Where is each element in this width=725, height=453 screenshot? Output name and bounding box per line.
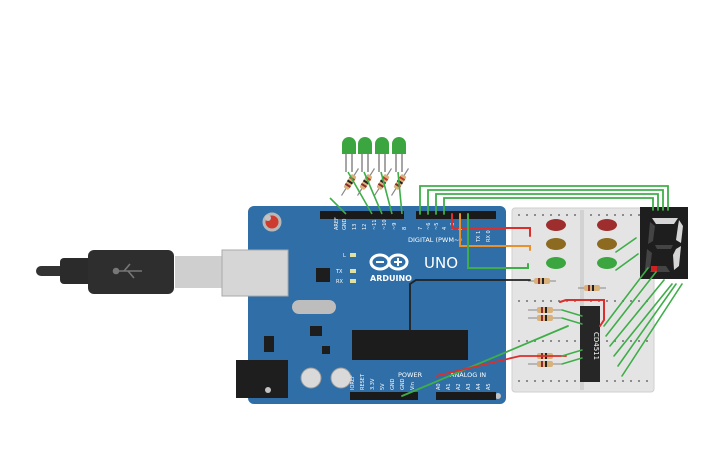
digital-header-low[interactable]: [416, 211, 496, 219]
mount-hole: [265, 215, 271, 221]
pin-3v3-label: 3.3V: [370, 378, 376, 390]
capacitor: [330, 367, 352, 389]
segment-e: [645, 249, 652, 270]
led-group[interactable]: [329, 137, 411, 215]
pin-12-label: 12: [362, 224, 368, 230]
voltage-regulator: [264, 336, 274, 352]
capacitor: [300, 367, 322, 389]
segment-b: [676, 220, 683, 243]
power-jack: [236, 360, 288, 398]
pin-8-label: 8: [402, 227, 408, 230]
segment-f: [648, 222, 655, 244]
led-l-label: L: [343, 253, 346, 259]
led-jumper-wires: [329, 171, 403, 215]
arduino-infinity-logo: [369, 253, 409, 271]
segment-c: [673, 246, 681, 270]
power-label: POWER: [398, 371, 423, 379]
yellow-led[interactable]: [546, 238, 566, 250]
pin-6-label: ~6: [426, 223, 432, 230]
pin-ioref-label: IOREF: [350, 375, 356, 390]
usb-cable-strain-relief: [60, 258, 94, 284]
arduino-board[interactable]: AREF GND 13 12 ~11 ~10 ~9 8 7 ~6 ~5 4 ~3…: [221, 206, 506, 404]
tx-label: TX: [335, 269, 343, 275]
resistor[interactable]: [528, 307, 562, 313]
pin-reset-label: RESET: [360, 373, 366, 390]
wires: [401, 185, 683, 397]
rx-label: RX: [336, 279, 343, 285]
analog-header[interactable]: [436, 392, 496, 400]
mount-hole: [495, 393, 501, 399]
digital-header-high[interactable]: [320, 211, 404, 219]
usb-plug-metal: [175, 256, 223, 288]
power-header[interactable]: [350, 392, 418, 400]
led-l: [350, 253, 356, 257]
pin-gnd-label: GND: [400, 378, 406, 390]
digital-pwm-label: DIGITAL (PWM~): [408, 236, 462, 244]
atmega-chip: [352, 330, 468, 360]
green-led[interactable]: [597, 257, 617, 269]
resistor[interactable]: [528, 278, 556, 284]
gnd-label: GND: [342, 218, 348, 230]
smd-component: [310, 326, 322, 336]
pin-a3-label: A3: [466, 383, 472, 390]
decimal-point: [651, 266, 657, 272]
usb-b-port: [221, 249, 289, 297]
segment-g: [655, 245, 673, 249]
pin-4-label: 4: [442, 227, 448, 230]
pin-vin-label: Vin: [410, 382, 416, 390]
yellow-led[interactable]: [597, 238, 617, 250]
pin-11-label: ~11: [372, 219, 378, 230]
resistor[interactable]: [339, 167, 361, 197]
ic-label: CD4511: [592, 332, 600, 360]
red-led[interactable]: [597, 219, 617, 231]
pin-a2-label: A2: [456, 383, 462, 390]
analog-in-label: ANALOG IN: [450, 371, 486, 379]
resistor[interactable]: [355, 167, 377, 197]
green-led[interactable]: [342, 137, 356, 172]
pin-5-label: ~5: [434, 223, 440, 230]
smd-component: [322, 346, 330, 354]
crystal-oscillator: [292, 300, 336, 314]
green-led[interactable]: [392, 137, 406, 172]
led-tx: [350, 269, 356, 273]
usb-icon: [112, 263, 142, 279]
green-led[interactable]: [546, 257, 566, 269]
aref-label: AREF: [334, 217, 340, 230]
resistor[interactable]: [528, 315, 562, 321]
red-led[interactable]: [546, 219, 566, 231]
pin-5v-label: 5V: [380, 383, 386, 390]
cd4511-ic[interactable]: [580, 306, 600, 382]
pin-a0-label: A0: [436, 383, 442, 390]
green-led[interactable]: [358, 137, 372, 172]
pin-a4-label: A4: [476, 383, 482, 390]
resistor[interactable]: [528, 361, 562, 367]
usb-cable[interactable]: [36, 250, 223, 294]
pin-rx0-label: RX 0: [486, 230, 492, 242]
mount-hole: [265, 387, 271, 393]
green-led[interactable]: [375, 137, 389, 172]
usb-chip: [316, 268, 330, 282]
seven-segment-display[interactable]: [640, 207, 688, 279]
arduino-logo-text: ARDUINO: [370, 274, 412, 283]
resistor[interactable]: [578, 285, 606, 291]
pin-13-label: 13: [352, 224, 358, 230]
pin-a1-label: A1: [446, 383, 452, 390]
pin-tx1-label: TX 1: [476, 231, 482, 243]
uno-label: UNO: [424, 254, 458, 272]
led-rx: [350, 279, 356, 283]
segment-a: [652, 218, 678, 224]
usb-cable-tail: [36, 266, 66, 276]
pin-10-label: ~10: [382, 219, 388, 230]
pin-gnd-label: GND: [390, 378, 396, 390]
pin-9-label: ~9: [392, 223, 398, 230]
pin-7-label: 7: [418, 227, 424, 230]
pin-a5-label: A5: [486, 383, 492, 390]
usb-plug-body: [88, 250, 174, 294]
